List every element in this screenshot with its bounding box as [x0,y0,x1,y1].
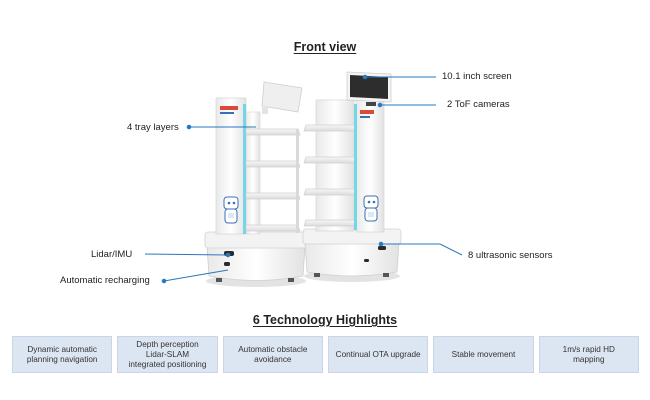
screen-label: 10.1 inch screen [442,71,512,82]
left-robot [204,81,308,287]
lidar-imu-label: Lidar/IMU [91,249,133,260]
mascot-icon [363,195,379,222]
screen-icon [346,71,392,106]
technology-highlights-title: 6 Technology Highlights [252,313,398,327]
tof-callout-dot [377,102,383,108]
recharge-callout-dot [161,278,167,284]
front-view-title: Front view [293,40,357,54]
tof-cameras-label: 2 ToF cameras [447,99,510,110]
mascot-icon [223,196,239,224]
ultrasonic-callout-dot [378,241,384,247]
ultrasonic-sensors-label: 8 ultrasonic sensors [468,250,553,261]
screen-callout-dot [362,74,368,80]
automatic-recharging-label: Automatic recharging [60,275,150,286]
highlight-stable-movement: Stable movement [433,336,534,373]
highlight-ota-upgrade: Continual OTA upgrade [327,336,429,373]
callout-lines [144,74,463,284]
tray-layers-label: 4 tray layers [127,122,179,133]
lidar-callout-dot [225,252,231,258]
right-robot [302,71,402,282]
tray-callout-dot [186,124,192,130]
